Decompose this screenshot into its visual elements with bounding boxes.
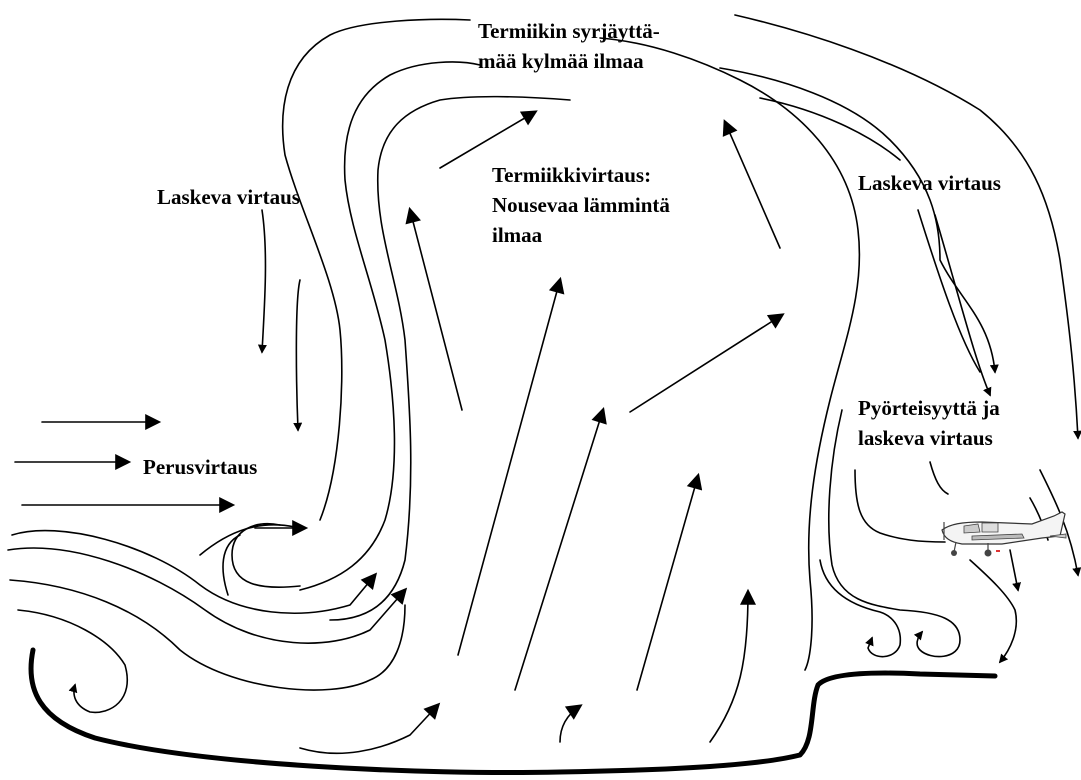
right-downflow-loops [600, 15, 1078, 670]
label-base-flow: Perusvirtaus [143, 452, 257, 482]
label-thermal-flow: Termiikkivirtaus: Nousevaa lämmintä ilma… [492, 160, 670, 250]
label-right-downflow: Laskeva virtaus [858, 168, 1001, 198]
label-displaced-cold-air: Termiikin syrjäyttä- mää kylmää ilmaa [478, 16, 660, 76]
label-turbulence: Pyörteisyyttä ja laskeva virtaus [858, 393, 1000, 453]
label-left-downflow: Laskeva virtaus [157, 182, 300, 212]
left-downflow-loops [200, 19, 570, 620]
airplane-icon [942, 512, 1066, 557]
ground-line [31, 650, 995, 773]
